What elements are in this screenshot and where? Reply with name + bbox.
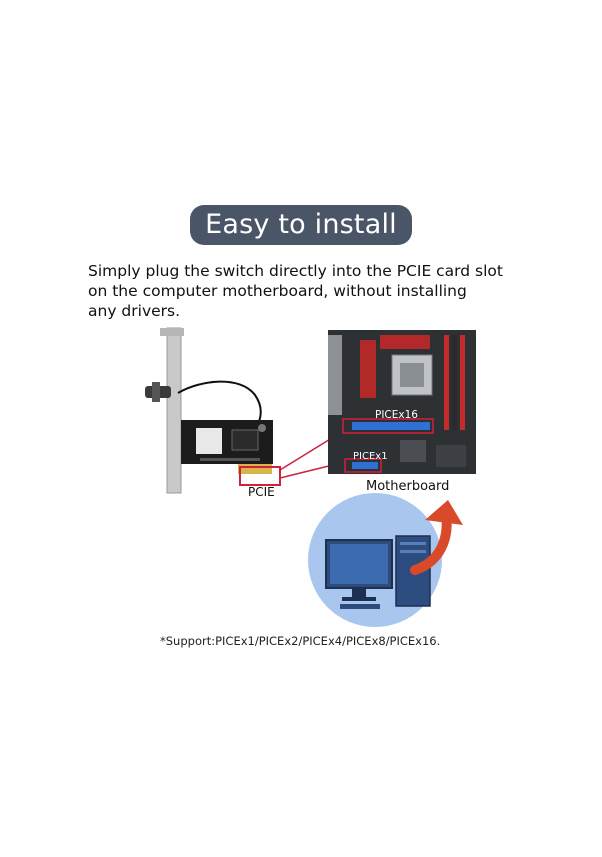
description-line-2: on the computer motherboard, without ins… xyxy=(88,282,467,300)
pcie-card xyxy=(145,327,281,494)
slot-x1 xyxy=(352,462,378,469)
curved-arrow-icon xyxy=(410,500,463,575)
page-title: Easy to install xyxy=(205,209,397,240)
card-gold-fingers xyxy=(238,464,272,474)
description-line-3: any drivers. xyxy=(88,302,181,320)
switch-cable xyxy=(177,380,262,425)
card-bracket xyxy=(166,327,182,494)
slot-x16 xyxy=(352,422,430,430)
motherboard xyxy=(328,330,476,474)
slot-x16-label: PICEx16 xyxy=(375,409,418,421)
motherboard-label: Motherboard xyxy=(366,479,450,494)
slot-x1-label: PICEx1 xyxy=(353,451,388,462)
description-line-1: Simply plug the switch directly into the… xyxy=(88,262,503,280)
pcie-label: PCIE xyxy=(248,485,275,499)
computer-illustration xyxy=(308,493,442,627)
description: Simply plug the switch directly into the… xyxy=(88,261,558,321)
title-badge: Easy to install xyxy=(190,205,412,245)
support-footnote: *Support:PICEx1/PICEx2/PICEx4/PICEx8/PIC… xyxy=(160,634,441,648)
pcie-highlight-box xyxy=(239,466,281,486)
